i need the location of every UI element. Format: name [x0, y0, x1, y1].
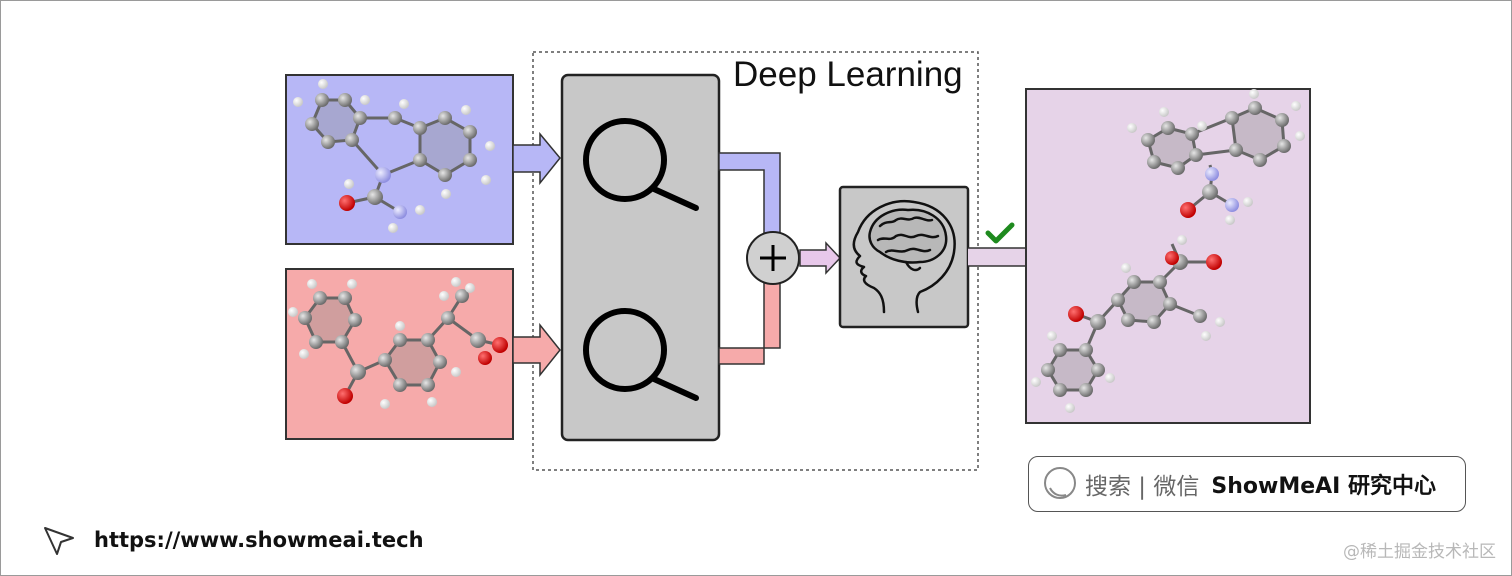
- deep-learning-label: Deep Learning: [733, 55, 963, 94]
- cursor-icon: [44, 527, 74, 555]
- brand-text: ShowMeAI 研究中心: [1211, 474, 1437, 499]
- molecule-2: [288, 277, 508, 409]
- magnifier-icon: [583, 308, 699, 401]
- blue-arrow: [512, 131, 561, 186]
- brain-head-icon: [852, 200, 956, 314]
- search-icon: [1044, 467, 1076, 499]
- watermark: @稀土掘金技术社区: [1343, 542, 1496, 562]
- output-molecule-1: [1127, 89, 1305, 225]
- feature-extractor-box: [560, 73, 721, 442]
- blue-connector: [718, 152, 781, 237]
- molecule-1: [293, 79, 495, 233]
- search-prefix-text: 搜索 | 微信: [1085, 474, 1200, 500]
- output-molecule-2: [1031, 235, 1225, 413]
- site-url: https://www.showmeai.tech: [94, 528, 424, 552]
- site-link: https://www.showmeai.tech: [40, 520, 424, 560]
- input-arrows: [512, 131, 561, 378]
- output-connector: [968, 247, 1027, 267]
- combine-node: [746, 231, 800, 285]
- red-arrow: [512, 322, 561, 378]
- magnifier-icon: [583, 118, 699, 211]
- red-connector: [718, 279, 781, 365]
- search-pill: 搜索 | 微信 ShowMeAI 研究中心: [1028, 456, 1466, 512]
- check-icon: [985, 222, 1015, 244]
- combined-arrow: [799, 241, 842, 275]
